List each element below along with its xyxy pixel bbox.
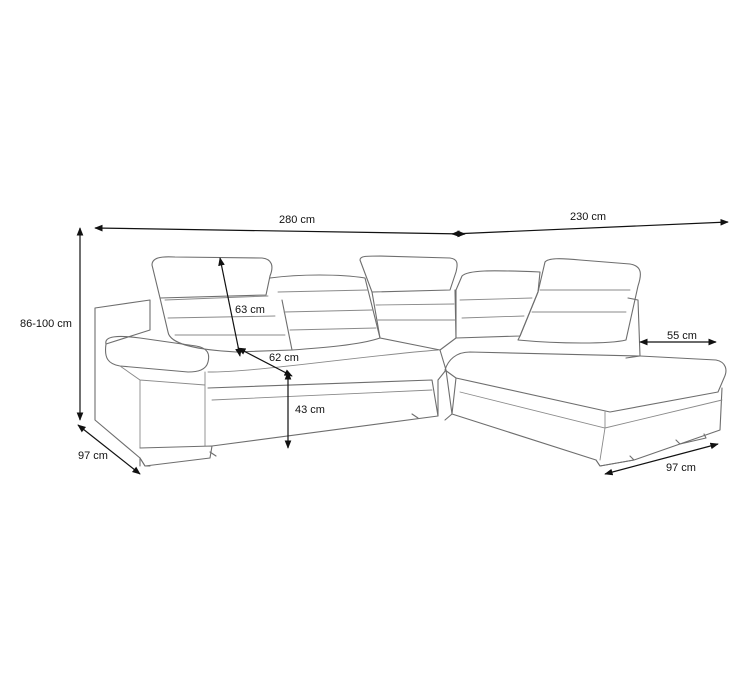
width-right-label: 230 cm (570, 211, 606, 223)
width-left-label: 280 cm (279, 214, 315, 226)
left-armrest-cushion (104, 335, 210, 373)
middle-backrest (269, 274, 381, 351)
height-label: 86-100 cm (20, 318, 72, 330)
right-backrest (455, 270, 541, 339)
backrest-height-line (218, 257, 242, 357)
left-seat-cushion (207, 349, 439, 373)
width-right-line (451, 218, 729, 238)
width-left-line (94, 224, 466, 238)
middle-headrest (359, 255, 458, 293)
left-seat-base (207, 379, 439, 447)
sofa-outline (94, 255, 727, 467)
seat-depth-label: 62 cm (269, 352, 299, 364)
depth-left-label: 97 cm (78, 450, 108, 462)
depth-right-label: 97 cm (666, 462, 696, 474)
left-headrest (151, 256, 273, 299)
right-headrest (517, 258, 641, 344)
depth-right-line (604, 442, 719, 476)
dimension-lines (76, 218, 729, 476)
left-armrest (94, 299, 151, 467)
right-arm (625, 297, 641, 359)
backrest-height-label: 63 cm (235, 304, 265, 316)
feet (139, 413, 707, 467)
seat-depth-line (237, 347, 293, 377)
dimension-labels: 280 cm 230 cm 86-100 cm 97 cm 97 cm 63 c… (20, 211, 697, 474)
chaise-base (451, 377, 723, 467)
depth-left-line (77, 424, 141, 475)
chaise-arm-label: 55 cm (667, 330, 697, 342)
chaise-cushion (444, 351, 727, 413)
seat-height-label: 43 cm (295, 404, 325, 416)
